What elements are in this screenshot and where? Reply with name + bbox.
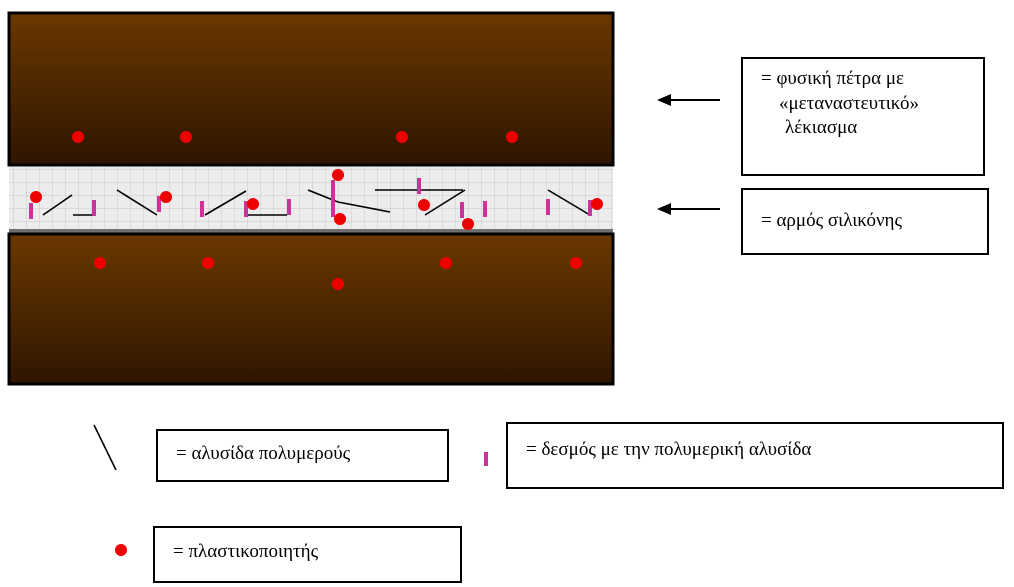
polymer-chain-segment: [337, 201, 391, 213]
plasticizer-dot: [332, 278, 344, 290]
plasticizer-dot: [418, 199, 430, 211]
legend-bond-label: = δεσμός με την πολυμερική αλυσίδα: [526, 439, 812, 460]
left-arrow-icon: [657, 203, 720, 215]
polymer-bond: [157, 196, 161, 212]
plasticizer-dot: [202, 257, 214, 269]
legend-stone-line-3: λέκιασμα: [785, 117, 858, 139]
legend-joint-label: = αρμός σιλικόνης: [761, 210, 903, 231]
plasticizer-dot: [591, 198, 603, 210]
legend-stone-box: = φυσική πέτρα με «μεταναστευτικό» λέκια…: [741, 57, 985, 176]
upper-stone-slab: [7, 11, 615, 167]
plasticizer-dot: [440, 257, 452, 269]
plasticizer-dot: [94, 257, 106, 269]
lower-stone-slab: [7, 232, 615, 386]
polymer-bond: [331, 180, 335, 217]
polymer-bonds: [29, 178, 592, 219]
polymer-bond: [483, 201, 487, 217]
pink-bar-icon: [484, 452, 488, 466]
black-line-icon: [93, 424, 117, 471]
plasticizer-dot: [570, 257, 582, 269]
silicone-joint: [9, 167, 613, 234]
legend-stone-line-2: «μεταναστευτικό»: [779, 92, 919, 114]
plasticizer-dot: [30, 191, 42, 203]
polymer-bond: [92, 200, 96, 216]
plasticizer-dot: [160, 191, 172, 203]
plasticizer-dot: [247, 198, 259, 210]
legend-chain-label: = αλυσίδα πολυμερούς: [176, 443, 351, 464]
legend-joint-box: = αρμός σιλικόνης: [741, 188, 989, 255]
polymer-chain-segment: [42, 194, 73, 216]
plasticizer-dot: [334, 213, 346, 225]
polymer-bond: [588, 200, 592, 216]
polymer-bond: [244, 201, 248, 217]
plasticizer-dot: [72, 131, 84, 143]
polymer-bond: [460, 202, 464, 218]
polymer-chain-segment: [116, 189, 158, 216]
legend-chain-box: = αλυσίδα πολυμερούς: [156, 429, 449, 482]
plasticizer-dots: [30, 131, 603, 290]
polymer-bond: [200, 201, 204, 217]
left-arrow-icon: [657, 94, 720, 106]
plasticizer-dot: [396, 131, 408, 143]
polymer-chain-segment: [204, 190, 247, 216]
plasticizer-dot: [506, 131, 518, 143]
legend-plasticizer-label: = πλαστικοποιητής: [173, 541, 319, 562]
legend-stone-line-1: = φυσική πέτρα με: [761, 68, 905, 89]
plasticizer-dot: [332, 169, 344, 181]
red-dot-icon: [115, 544, 127, 556]
polymer-chain-segment: [547, 189, 591, 216]
polymer-bond: [287, 199, 291, 215]
plasticizer-dot: [180, 131, 192, 143]
polymer-chains: [42, 189, 591, 216]
legend-bond-box: = δεσμός με την πολυμερική αλυσίδα: [506, 422, 1004, 489]
polymer-bond: [29, 203, 33, 219]
polymer-chain-segment: [424, 189, 466, 216]
legend-plasticizer-box: = πλαστικοποιητής: [153, 526, 462, 583]
polymer-bond: [546, 199, 550, 215]
polymer-bond: [417, 178, 421, 194]
plasticizer-dot: [462, 218, 474, 230]
